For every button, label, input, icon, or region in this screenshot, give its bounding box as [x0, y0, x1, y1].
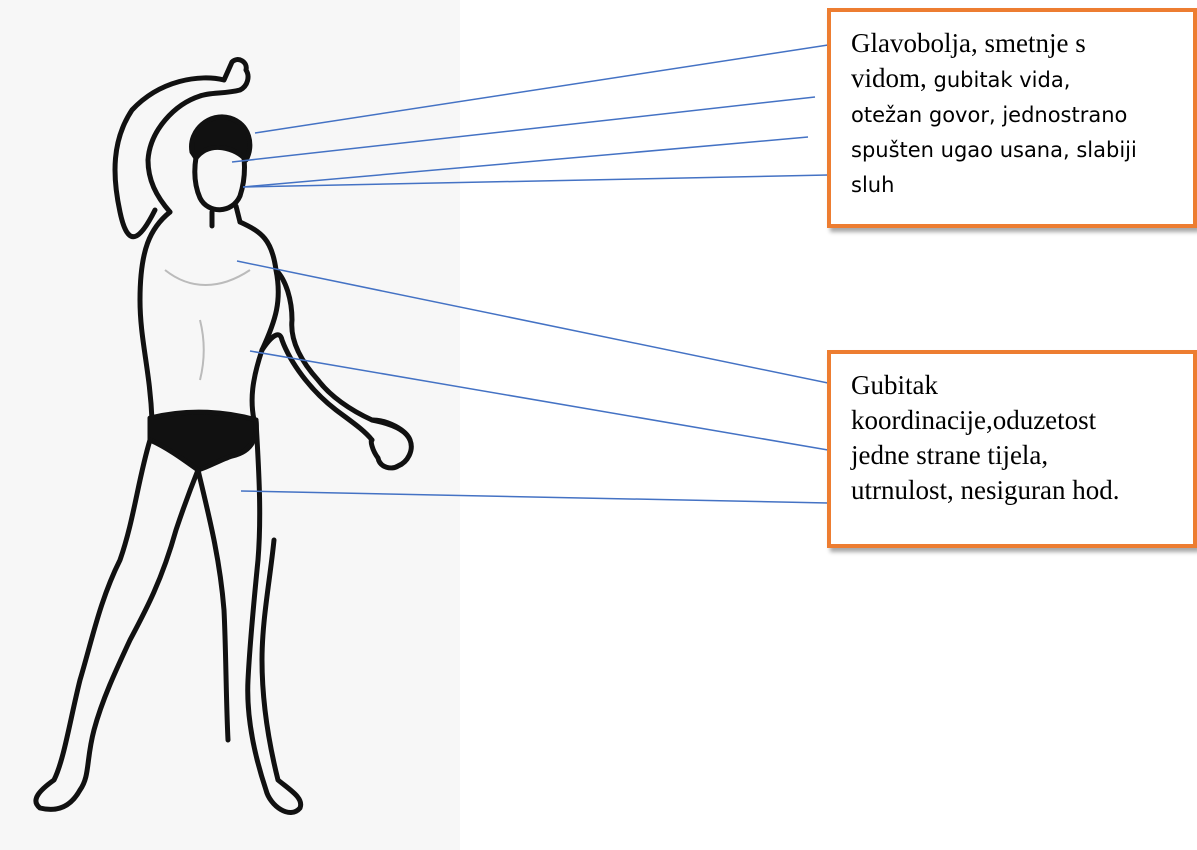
callout-bottom-line-3: jedne strane tijela, [851, 438, 1183, 473]
callout-bottom-line-1: Gubitak [851, 368, 1183, 403]
torso-right-outline [240, 222, 278, 420]
hair [192, 117, 250, 160]
callout-bottom-line-2: koordinacije,oduzetost [851, 403, 1183, 438]
callout-head-symptoms: Glavobolja, smetnje s vidom, gubitak vid… [827, 8, 1197, 228]
human-figure-illustration [0, 0, 460, 850]
callout-top-line-2: vidom, gubitak vida, [851, 61, 1177, 98]
callout-top-line-2-sans: gubitak vida, [934, 68, 1071, 92]
abdomen-shading [200, 320, 204, 380]
left-leg-outline [36, 440, 198, 809]
underwear [150, 412, 256, 470]
right-leg-outline [248, 420, 301, 813]
callout-bottom-line-4: utrnulost, nesiguran hod. [851, 473, 1183, 508]
illustration-background [0, 0, 460, 850]
callout-top-line-5: sluh [851, 168, 1177, 203]
callout-body-symptoms: Gubitak koordinacije,oduzetost jedne str… [827, 350, 1197, 548]
inner-leg-outline [198, 470, 228, 740]
torso-left-outline [140, 212, 170, 420]
callout-top-line-2-serif: vidom, [851, 63, 934, 93]
callout-top-line-1: Glavobolja, smetnje s [851, 26, 1177, 61]
callout-top-line-3: otežan govor, jednostrano [851, 98, 1177, 133]
lower-arm-inner-outline [262, 335, 372, 440]
chest-shading [165, 270, 250, 285]
callout-top-line-4: spušten ugao usana, slabiji [851, 133, 1177, 168]
